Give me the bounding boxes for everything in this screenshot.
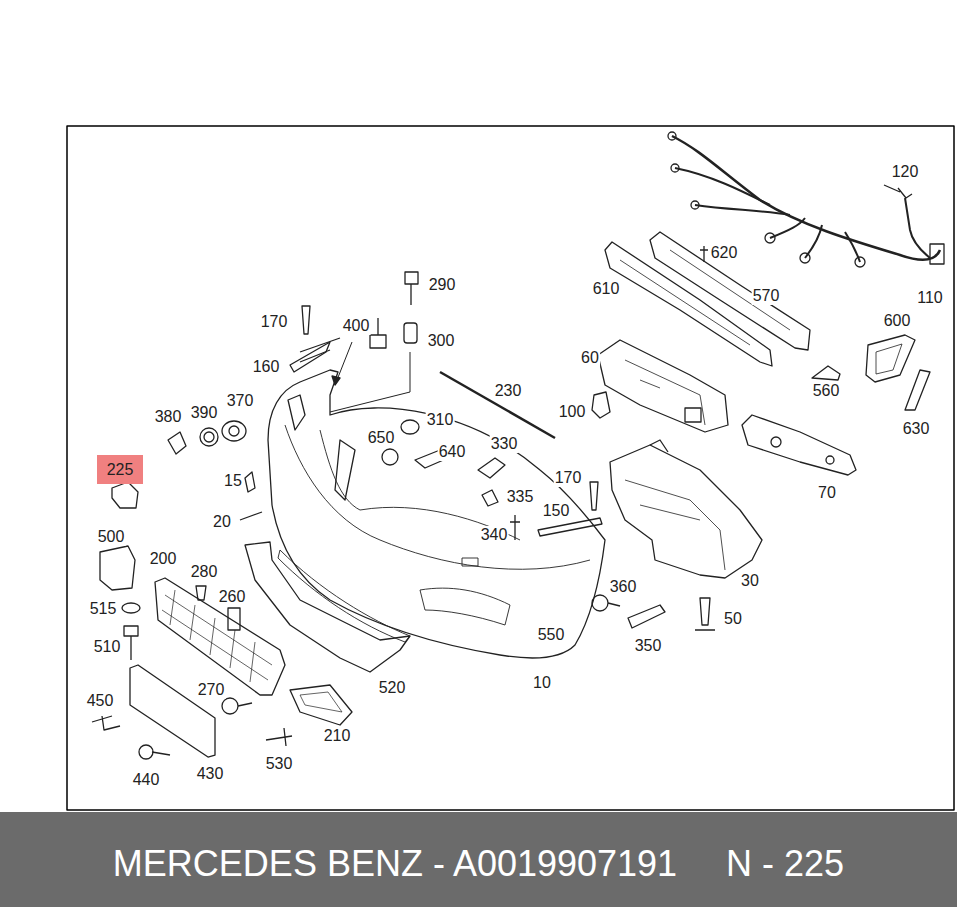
part-caption: MERCEDES BENZ - A0019907191 <box>113 843 677 885</box>
callout-number: 120 <box>891 163 920 181</box>
callout-number: 500 <box>97 528 126 546</box>
part-caption: N - 225 <box>726 843 844 885</box>
callout-number: 600 <box>883 312 912 330</box>
callout-number: 210 <box>323 727 352 745</box>
callout-number: 300 <box>427 332 456 350</box>
callout-number: 515 <box>89 600 118 618</box>
callout-number: 370 <box>226 392 255 410</box>
callout-number: 225 <box>107 461 134 479</box>
callout-number: 360 <box>609 578 638 596</box>
callout-number: 50 <box>723 610 743 628</box>
callout-number: 570 <box>752 287 781 305</box>
callout-number: 280 <box>190 563 219 581</box>
callout-number: 610 <box>592 280 621 298</box>
callout-number: 150 <box>542 502 571 520</box>
highlight-box: 225 <box>97 455 143 484</box>
callout-number: 100 <box>558 403 587 421</box>
callout-number: 170 <box>260 313 289 331</box>
callout-number: 110 <box>916 289 944 307</box>
callout-number: 270 <box>197 681 226 699</box>
callout-number: 430 <box>196 765 225 783</box>
callout-number: 70 <box>817 484 837 502</box>
callout-number: 650 <box>367 429 396 447</box>
callout-number: 230 <box>494 382 523 400</box>
callout-number: 380 <box>154 408 183 426</box>
callout-number: 30 <box>740 572 760 590</box>
callout-number: 10 <box>532 674 552 692</box>
callout-number: 440 <box>132 771 161 789</box>
callout-number: 15 <box>223 472 243 490</box>
callout-number: 510 <box>93 638 122 656</box>
callout-number: 530 <box>265 755 294 773</box>
callout-number: 20 <box>212 513 232 531</box>
callout-number: 60 <box>580 349 600 367</box>
callout-number: 335 <box>506 488 535 506</box>
callout-number: 260 <box>218 588 247 606</box>
callout-number: 620 <box>710 244 739 262</box>
callout-number: 390 <box>190 404 219 422</box>
callout-number: 640 <box>438 443 467 461</box>
callout-number: 630 <box>902 420 931 438</box>
callout-number: 550 <box>537 626 566 644</box>
callout-number: 450 <box>86 692 115 710</box>
callout-number: 310 <box>426 411 455 429</box>
callout-number: 330 <box>490 435 519 453</box>
callout-number: 290 <box>428 276 457 294</box>
callout-number: 350 <box>634 637 663 655</box>
callout-number: 520 <box>378 679 407 697</box>
callout-number: 170 <box>554 469 583 487</box>
callout-number: 160 <box>252 358 281 376</box>
callout-number: 560 <box>812 382 841 400</box>
callout-number: 340 <box>480 526 509 544</box>
callout-number: 200 <box>149 550 178 568</box>
footer-band: MERCEDES BENZ - A0019907191 N - 225 <box>0 812 957 907</box>
callout-number: 400 <box>342 317 371 335</box>
